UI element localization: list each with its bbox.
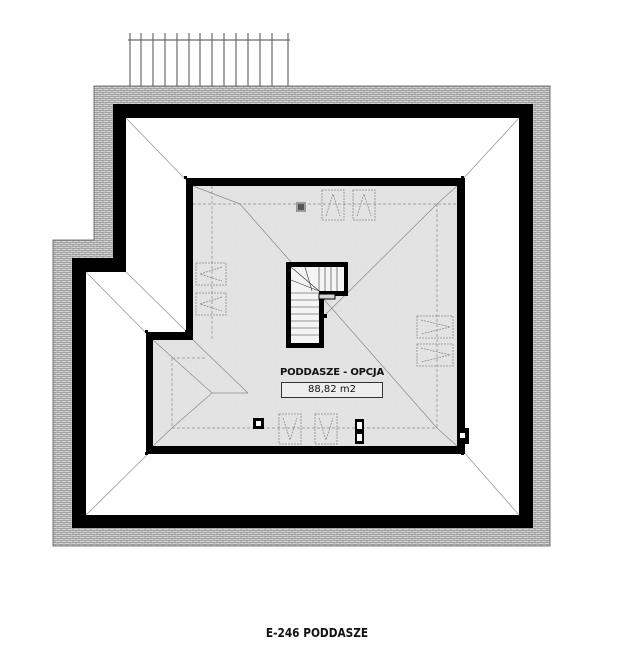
chimney-icon	[253, 418, 264, 429]
roof-window	[195, 189, 454, 445]
roof-ridge-lines	[152, 185, 458, 447]
vent-icon	[296, 202, 306, 212]
chimney-column	[355, 419, 364, 444]
roof-hip-lines	[85, 117, 520, 516]
corner-marks	[145, 176, 464, 455]
corner-post	[458, 428, 469, 444]
room-area-label: 88,82 m2	[281, 382, 383, 398]
plan-caption: E-246 PODDASZE	[265, 626, 369, 640]
balcony-railing	[128, 33, 290, 86]
staircase-icon	[286, 262, 348, 348]
room-name-label: PODDASZE - OPCJA	[280, 367, 384, 378]
